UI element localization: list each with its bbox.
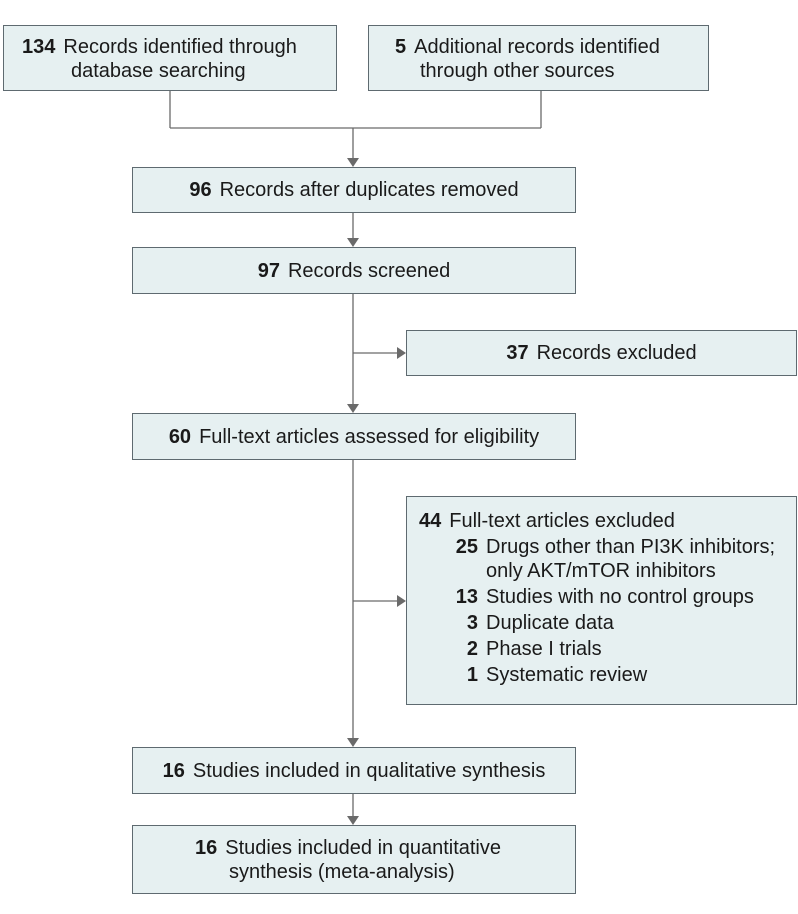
- count: 16: [195, 837, 218, 859]
- label: Full-text articles excluded: [449, 510, 675, 532]
- label-line2: through other sources: [420, 60, 615, 82]
- count: 134: [22, 36, 56, 58]
- reason-count: 25: [455, 536, 478, 558]
- reason-count: 13: [455, 586, 478, 608]
- label: Studies included in qualitative synthesi…: [192, 759, 546, 782]
- box-fulltext-assessed: 60 Full-text articles assessed for eligib…: [132, 413, 576, 460]
- count: 44: [419, 510, 442, 532]
- label: Full-text articles assessed for eligibil…: [199, 425, 540, 448]
- label: Records screened: [287, 259, 451, 282]
- count: 96: [189, 179, 212, 201]
- reason-line1: Drugs other than PI3K inhibitors;: [486, 536, 776, 558]
- reason-line2: only AKT/mTOR inhibitors: [486, 560, 716, 582]
- label: Records after duplicates removed: [219, 179, 519, 201]
- reason-row: 1 Systematic review: [419, 663, 796, 687]
- reason-line1: Phase I trials: [486, 638, 602, 660]
- reason-row: 3 Duplicate data: [419, 611, 796, 635]
- box-qualitative-synthesis: 16 Studies included in qualitative synthe…: [132, 747, 576, 794]
- box-other-sources: 5 Additional records identified through o…: [368, 25, 709, 91]
- count: 60: [168, 425, 192, 448]
- box-after-duplicates: 96 Records after duplicates removed: [132, 167, 576, 213]
- count: 5: [395, 36, 407, 58]
- label-line1: Additional records identified: [414, 36, 660, 58]
- reason-count: 2: [466, 638, 478, 660]
- box-database-search: 134 Records identified through database s…: [3, 25, 337, 91]
- box-fulltext-excluded: 44 Full-text articles excluded 25 Drugs o…: [406, 496, 797, 705]
- label: Records excluded: [536, 342, 697, 364]
- reason-line1: Duplicate data: [486, 612, 614, 634]
- reason-row: 13 Studies with no control groups: [419, 585, 796, 609]
- count: 97: [257, 259, 280, 282]
- excluded-header: 44 Full-text articles excluded: [419, 509, 796, 533]
- reason-count: 1: [466, 664, 478, 686]
- count: 37: [506, 342, 529, 364]
- box-records-excluded: 37 Records excluded: [406, 330, 797, 376]
- label-line2: database searching: [71, 60, 246, 82]
- count: 16: [162, 759, 185, 782]
- label-line2: synthesis (meta-analysis): [229, 861, 455, 883]
- label-line1: Studies included in quantitative: [225, 837, 501, 859]
- reason-count: 3: [466, 612, 478, 634]
- box-quantitative-synthesis: 16 Studies included in quantitative synth…: [132, 825, 576, 894]
- label-line1: Records identified through: [63, 36, 297, 58]
- reason-line1: Studies with no control groups: [486, 586, 754, 608]
- reason-row: 25 Drugs other than PI3K inhibitors;only…: [419, 535, 796, 583]
- reason-line1: Systematic review: [486, 664, 648, 686]
- box-records-screened: 97 Records screened: [132, 247, 576, 294]
- reason-row: 2 Phase I trials: [419, 637, 796, 661]
